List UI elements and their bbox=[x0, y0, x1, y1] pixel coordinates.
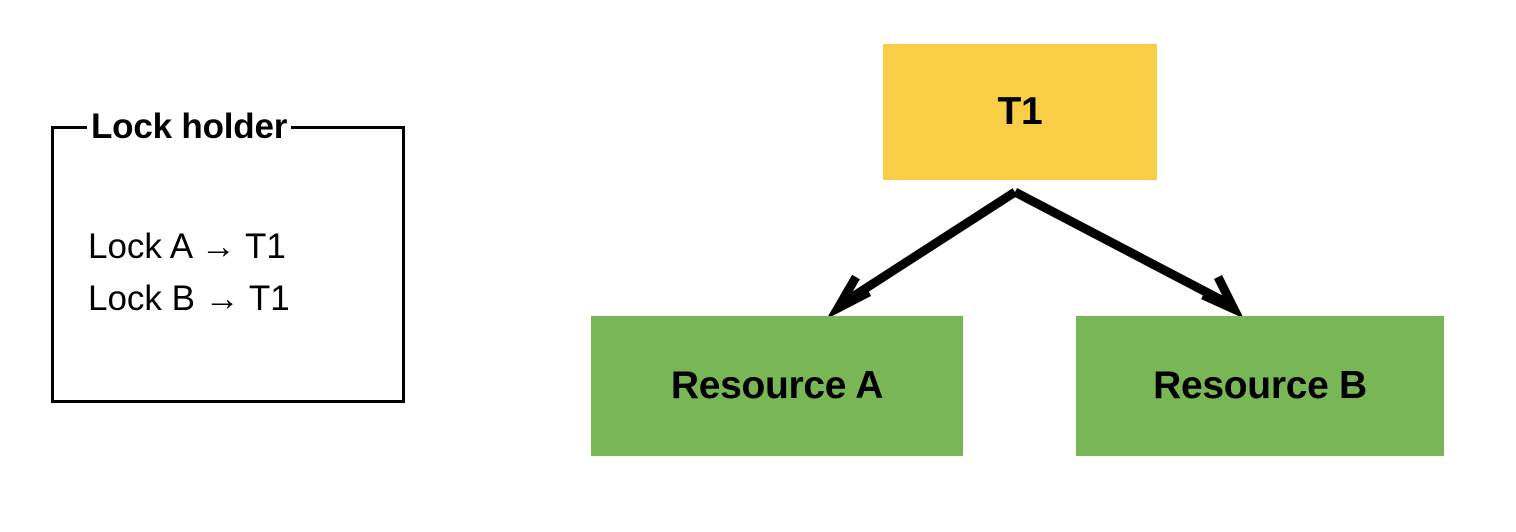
lock-holder-legend-label: Lock holder bbox=[87, 107, 292, 147]
lock-holder-entry-list: Lock A → T1 Lock B → T1 bbox=[88, 221, 388, 325]
edge-t1-to-resource-b bbox=[1012, 188, 1244, 319]
edge-t1-to-resource-a bbox=[826, 188, 1018, 320]
lock-holder-group-box: Lock holder Lock A → T1 Lock B → T1 bbox=[51, 107, 405, 403]
node-t1[interactable]: T1 bbox=[883, 44, 1157, 180]
lock-holder-entry: Lock A → T1 bbox=[88, 227, 286, 266]
lock-holder-entry: Lock B → T1 bbox=[88, 279, 290, 318]
node-resource-b[interactable]: Resource B bbox=[1076, 316, 1444, 456]
node-resource-a[interactable]: Resource A bbox=[591, 316, 963, 456]
